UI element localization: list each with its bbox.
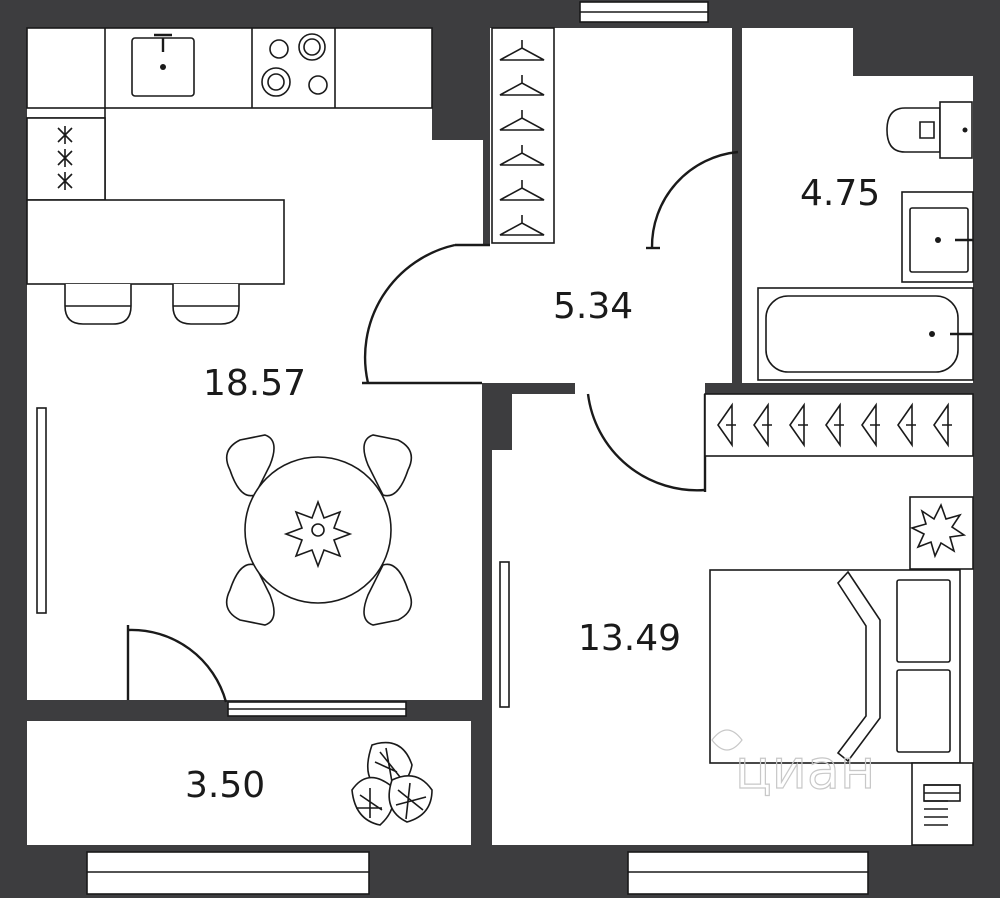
sink-icon xyxy=(131,33,195,97)
watermark: циан xyxy=(711,729,876,802)
window-bottom-bedroom xyxy=(627,851,869,895)
dining-chairs xyxy=(225,434,413,626)
hallway-area-label: 5.34 xyxy=(553,286,633,327)
bathtub-icon xyxy=(757,287,974,381)
plant-icon xyxy=(283,499,353,569)
balcony-area-label: 3.50 xyxy=(185,765,265,806)
window-living-left xyxy=(36,407,47,614)
bar-stools xyxy=(64,284,240,325)
monstera-icon xyxy=(351,741,433,826)
kitchen-living-area-label: 18.57 xyxy=(203,363,306,404)
balcony-door-frame xyxy=(227,701,407,717)
stove-icon xyxy=(261,33,328,97)
window-bedroom-left xyxy=(499,561,510,708)
door-kitchen-hallway xyxy=(362,243,490,385)
bedroom-plant-icon xyxy=(909,496,974,570)
bedside-table xyxy=(911,762,974,846)
svg-text:циан: циан xyxy=(735,738,875,801)
window-top-hallway xyxy=(579,1,709,23)
wardrobe-hallway xyxy=(491,27,555,244)
door-living-balcony xyxy=(126,625,228,703)
bathroom-sink-icon xyxy=(901,191,974,283)
toilet-icon xyxy=(886,101,973,159)
window-bottom-balcony xyxy=(86,851,370,895)
wardrobe-bedroom xyxy=(704,393,974,457)
door-hallway-bathroom xyxy=(646,150,739,250)
bathroom-area-label: 4.75 xyxy=(800,173,880,214)
bedroom-area-label: 13.49 xyxy=(578,618,681,659)
kitchen-counter xyxy=(26,27,433,200)
dishwasher-icon xyxy=(26,117,106,201)
bed xyxy=(709,569,961,764)
kitchen-island xyxy=(26,199,285,285)
